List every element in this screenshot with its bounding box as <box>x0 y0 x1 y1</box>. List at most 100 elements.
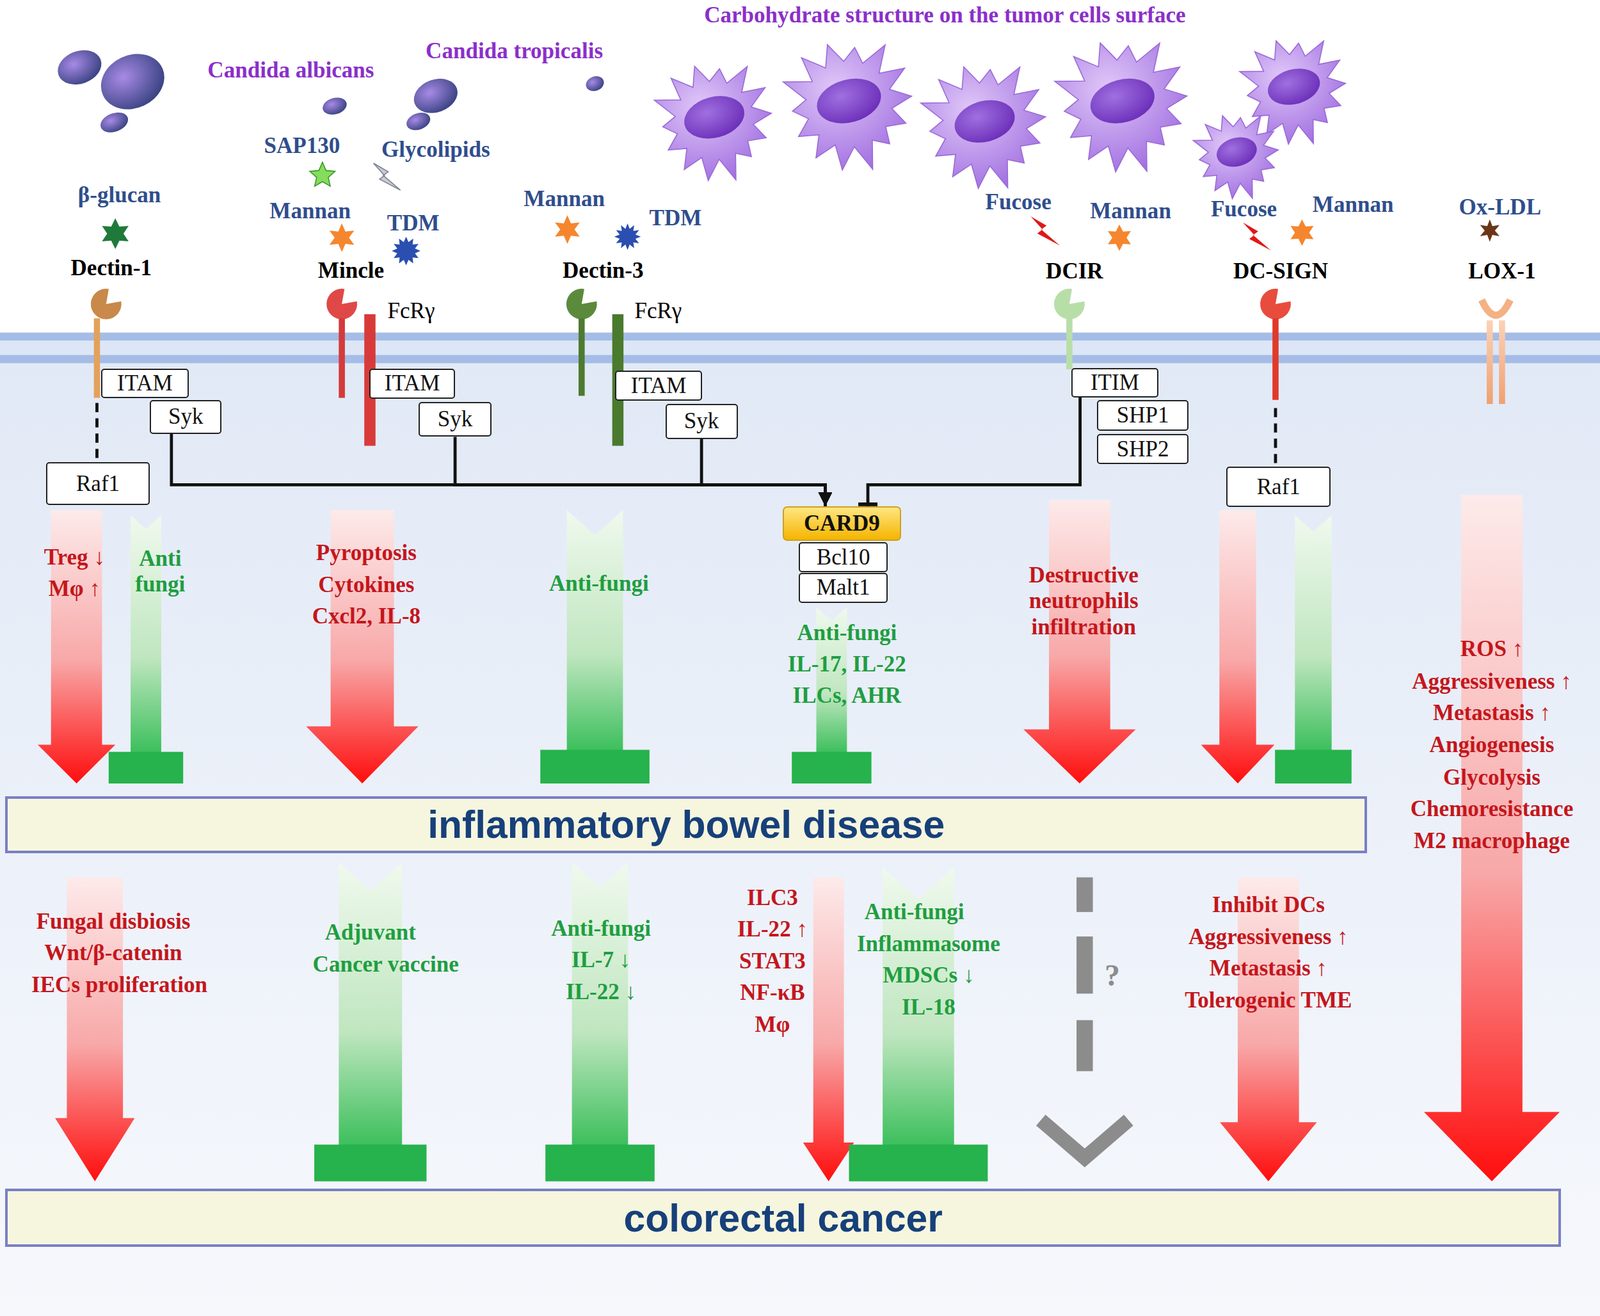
box-text: inflammatory bowel disease <box>427 801 945 847</box>
mannan-star <box>1290 219 1314 246</box>
receptor-head <box>1260 288 1291 320</box>
receptor-head <box>90 288 122 320</box>
candida-cell <box>53 44 107 91</box>
box-text: ITAM <box>117 370 173 397</box>
promoting-effect: Mφ <box>754 1011 790 1038</box>
ligand-name: Glycolipids <box>381 136 491 163</box>
box-text: Syk <box>168 403 204 430</box>
beta-glucan-star <box>101 218 128 249</box>
card9-box: CARD9 <box>782 506 902 541</box>
box-text: ITAM <box>384 370 441 397</box>
tumor-nucleus <box>1085 71 1160 130</box>
signal-box: SHP2 <box>1096 433 1189 465</box>
promoting-effect: M2 macrophage <box>1413 828 1570 854</box>
receptor-stalk <box>1066 318 1073 370</box>
inhibiting-bar <box>108 752 184 784</box>
promoting-effect: Wnt/β-catenin <box>44 940 182 966</box>
promoting-effect: Destructive neutrophils infiltration <box>1029 562 1139 640</box>
promoting-effect: ROS ↑ <box>1460 636 1524 662</box>
receptor-head <box>566 288 598 320</box>
receptor-head <box>1054 288 1085 320</box>
ligand-name: TDM <box>387 210 440 237</box>
promoting-effect: Cytokines <box>318 571 415 598</box>
cytoplasm-ground <box>0 341 1600 1316</box>
inhibiting-bar <box>540 749 650 784</box>
membrane-line <box>0 332 1600 342</box>
signal-box: Bcl10 <box>798 542 888 572</box>
dashed-arrow-head <box>1040 1120 1129 1158</box>
ligand-name: β-glucan <box>78 181 162 208</box>
disease-band: colorectal cancer <box>5 1188 1561 1247</box>
signal-box: Syk <box>665 403 738 439</box>
inhibiting-arrow <box>567 510 624 751</box>
tumor-cell <box>783 44 912 171</box>
tumor-caption: Carbohydrate structure on the tumor cell… <box>704 2 1186 29</box>
promoting-arrow <box>1219 877 1317 1182</box>
unknown-mark: ? <box>1104 956 1120 992</box>
signal-box: SHP1 <box>1096 400 1189 431</box>
signal-box: Malt1 <box>798 572 888 603</box>
mannan-star <box>554 215 580 244</box>
illustration-group <box>0 40 1600 1316</box>
candida-cell <box>403 109 433 134</box>
protective-effect: IL-18 <box>901 993 956 1020</box>
tdm-burst <box>614 223 641 250</box>
mannan-star <box>1107 224 1131 251</box>
promoting-effect: Cxcl2, IL-8 <box>312 603 421 630</box>
lox-cup <box>1481 300 1511 316</box>
activate-connector <box>701 439 825 507</box>
lox-leg <box>1486 320 1494 404</box>
receptor-stalk <box>1272 318 1279 400</box>
protective-effect: Cancer vaccine <box>312 951 459 978</box>
protective-effect: Adjuvant <box>325 919 416 946</box>
box-text: SHP1 <box>1116 402 1170 429</box>
promoting-arrow <box>1201 510 1275 784</box>
protective-effect: ILCs, AHR <box>792 682 902 709</box>
dashed-arrow-part <box>1076 936 1094 994</box>
inhibit-connector <box>867 397 1081 507</box>
chain-name: FcRγ <box>634 298 682 324</box>
ligand-name: Mannan <box>269 198 351 224</box>
tumor-nucleus <box>812 71 887 130</box>
promoting-effect: Tolerogenic TME <box>1184 986 1352 1013</box>
inhibiting-bar <box>849 1144 989 1181</box>
candida-cell <box>320 94 349 118</box>
signal-box: ITIM <box>1071 368 1159 398</box>
tumor-nucleus <box>1264 63 1325 111</box>
inhibiting-bar <box>1274 749 1352 784</box>
tumor-cell <box>1054 42 1188 172</box>
inhibiting-bar <box>314 1144 427 1181</box>
tumor-nucleus <box>949 93 1020 149</box>
receptor-name: Mincle <box>318 257 384 283</box>
tumor-cell <box>1192 115 1279 199</box>
receptor-stalk <box>94 318 101 398</box>
fungus-name: Candida tropicalis <box>425 38 603 64</box>
promoting-effect: IL-22 ↑ <box>737 916 808 943</box>
inhibiting-bar <box>791 752 872 784</box>
receptor-name: DC-SIGN <box>1233 258 1328 285</box>
receptor-name: Dectin-3 <box>562 257 644 283</box>
receptor-head <box>326 288 358 320</box>
promoting-effect: Angiogenesis <box>1429 732 1555 758</box>
protective-effect: Anti-fungi <box>864 899 965 925</box>
fungus-name: Candida albicans <box>207 57 374 84</box>
ligand-name: Mannan <box>1089 198 1172 224</box>
protective-effect: Anti-fungi <box>796 619 897 646</box>
protective-effect: Anti-fungi <box>549 570 649 597</box>
promoting-effect: IECs proliferation <box>31 971 208 998</box>
activate-connector <box>171 433 826 507</box>
promoting-arrow <box>803 877 855 1182</box>
signal-box: ITAM <box>369 368 456 399</box>
promoting-arrow <box>1023 499 1136 784</box>
protective-effect: IL-7 ↓ <box>571 947 632 973</box>
ligand-bolt <box>373 163 401 191</box>
promoting-effect: NF-κB <box>739 979 805 1006</box>
box-text: SHP2 <box>1116 436 1170 463</box>
activate-connector <box>455 436 825 506</box>
protective-effect: IL-17, IL-22 <box>787 651 907 678</box>
promoting-effect: Glycolysis <box>1443 764 1541 791</box>
promoting-effect: Pyroptosis <box>316 540 417 566</box>
dashed-arrow-part <box>1076 1020 1094 1072</box>
tumor-cell <box>920 66 1046 189</box>
box-text: Raf1 <box>76 471 120 497</box>
